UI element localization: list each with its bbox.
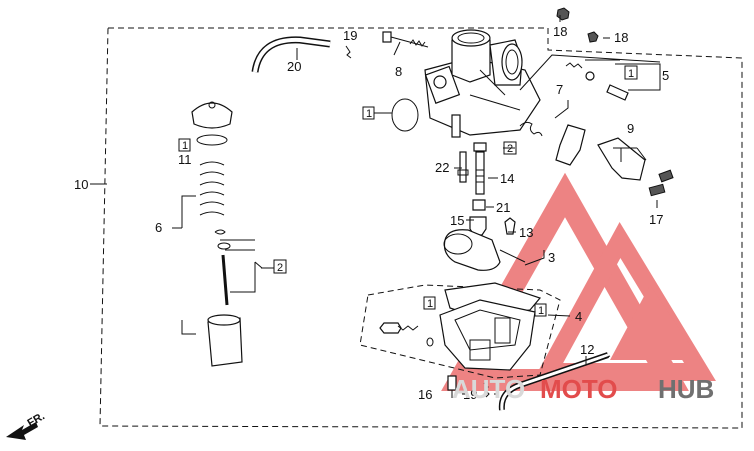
watermark-hub: HUB xyxy=(658,374,714,404)
watermark-text: AUTO MOTO HUB xyxy=(452,374,714,404)
box-1-cap: 1 xyxy=(182,140,188,152)
callout-6: 6 xyxy=(155,220,162,235)
callout-10: 10 xyxy=(74,177,88,192)
box-2-needle: 2 xyxy=(277,262,283,274)
drain-clip xyxy=(483,382,490,398)
o-ring xyxy=(391,98,419,132)
hose-clip xyxy=(345,45,352,59)
drain-screw xyxy=(447,375,457,398)
cap-washer xyxy=(587,31,599,43)
watermark-moto: MOTO xyxy=(540,374,618,404)
callout-21: 21 xyxy=(496,200,510,215)
reference-boxes xyxy=(178,65,638,317)
cap-gasket xyxy=(196,134,228,146)
throttle-cable-bracket xyxy=(597,137,674,183)
assembly-outline xyxy=(99,27,743,429)
callout-15: 15 xyxy=(450,213,464,228)
callout-17: 17 xyxy=(649,212,663,227)
throttle-spring-lever xyxy=(519,121,586,166)
air-screw xyxy=(379,322,434,347)
callout-labels: 10 20 19 8 18 18 5 7 9 17 22 14 21 15 13… xyxy=(74,24,669,402)
callout-19-bottom: 19 xyxy=(463,387,477,402)
watermark-auto: AUTO xyxy=(452,374,525,404)
callout-22: 22 xyxy=(435,160,449,175)
float xyxy=(443,229,526,271)
jet-assembly xyxy=(457,142,487,236)
top-cap xyxy=(191,101,233,129)
box-1-bowl: 1 xyxy=(427,298,433,310)
front-direction-label: FR. xyxy=(26,410,47,429)
callout-18-right: 18 xyxy=(614,30,628,45)
box-2-jet: 2 xyxy=(507,143,513,155)
callout-7: 7 xyxy=(556,82,563,97)
float-chamber-outline xyxy=(359,284,561,379)
callout-3: 3 xyxy=(548,250,555,265)
jet-needle xyxy=(221,254,229,306)
box-1-float: 1 xyxy=(538,305,544,317)
float-bowl xyxy=(439,282,542,371)
cap-nut xyxy=(556,7,570,21)
callout-8: 8 xyxy=(395,64,402,79)
callout-14: 14 xyxy=(500,171,514,186)
carburetor-body xyxy=(424,29,541,138)
callout-18-top: 18 xyxy=(553,24,567,39)
float-pin xyxy=(504,217,516,235)
front-direction-arrow xyxy=(6,422,38,440)
callout-9: 9 xyxy=(627,121,634,136)
leader-lines xyxy=(90,15,661,395)
throttle-stop-screw xyxy=(382,31,429,48)
callout-20: 20 xyxy=(287,59,301,74)
bracket-bolt xyxy=(648,183,666,197)
box-1-screw: 1 xyxy=(628,68,634,80)
callout-5: 5 xyxy=(662,68,669,83)
watermark-logo xyxy=(441,172,716,391)
needle-clip xyxy=(214,229,231,250)
box-1-body: 1 xyxy=(366,108,372,120)
slide-spring xyxy=(199,161,225,216)
callout-4: 4 xyxy=(575,309,582,324)
callout-11: 11 xyxy=(178,152,192,167)
callout-12: 12 xyxy=(580,342,594,357)
callout-13: 13 xyxy=(519,225,533,240)
pilot-screw-set xyxy=(565,62,629,101)
throttle-slide xyxy=(207,314,243,367)
callout-19-top: 19 xyxy=(343,28,357,43)
callout-16: 16 xyxy=(418,387,432,402)
